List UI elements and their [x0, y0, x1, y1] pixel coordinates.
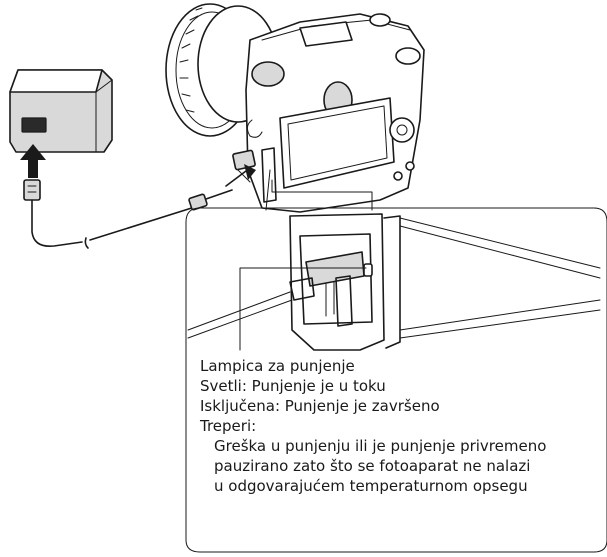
caption-blink-detail-1: Greška u punjenju ili je punjenje privre… — [214, 437, 547, 455]
caption-title: Lampica za punjenje — [200, 357, 355, 375]
caption-blink-detail-2: pauzirano zato što se fotoaparat ne nala… — [214, 457, 531, 475]
caption-blink: Treperi: — [200, 417, 257, 435]
callout-pointer — [265, 169, 373, 211]
charge-lamp-icon — [363, 263, 373, 277]
charge-lamp-caption: Lampica za punjenje Svetli: Punjenje je … — [200, 356, 600, 496]
magnified-port-detail — [187, 213, 601, 351]
caption-blink-detail-3: u odgovarajućem temperaturnom opsegu — [214, 477, 528, 495]
ac-adapter-icon — [9, 69, 113, 153]
magnified-frame — [185, 207, 607, 553]
up-arrow-icon — [20, 144, 46, 178]
lamp-leader-line — [239, 267, 367, 351]
usb-cable-icon — [23, 179, 233, 249]
caption-lit: Svetli: Punjenje je u toku — [200, 377, 386, 395]
caption-off: Isključena: Punjenje je završeno — [200, 397, 440, 415]
camera-icon — [165, 3, 425, 213]
